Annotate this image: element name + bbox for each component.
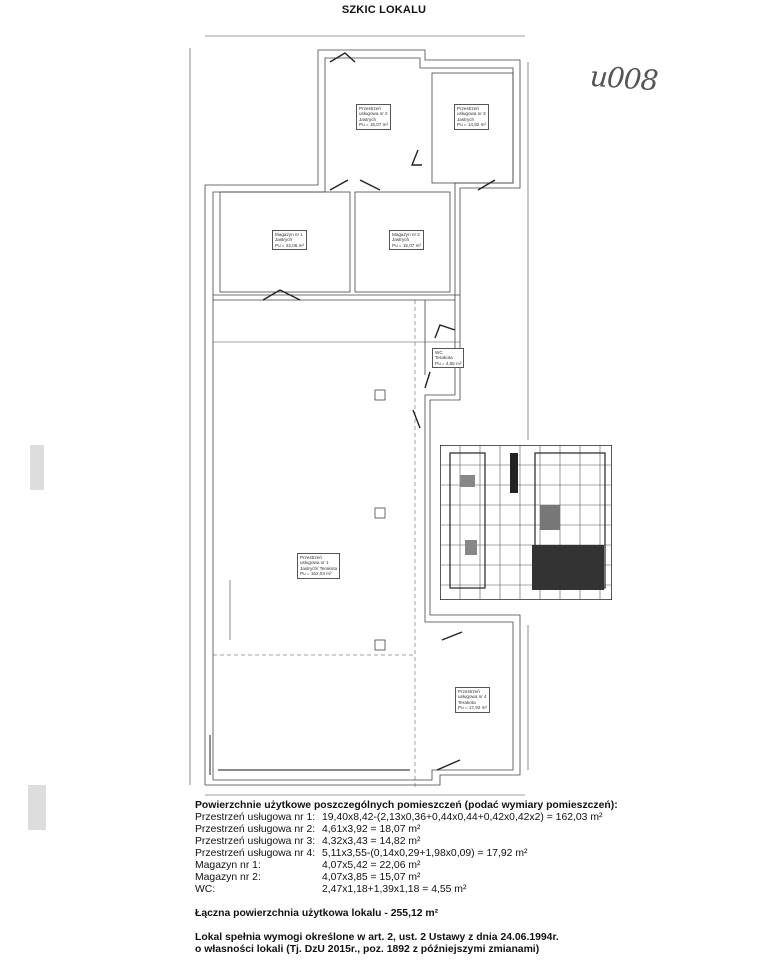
area-row-label: Przestrzeń usługowa nr 1: bbox=[195, 812, 316, 823]
room-label-line: Przestrzeń bbox=[457, 106, 479, 111]
area-row-label: Magazyn nr 2: bbox=[195, 872, 261, 883]
room-label-area: Pu = 22,06 m² bbox=[275, 242, 304, 248]
room-label-line: Magazyn nr 1 bbox=[275, 232, 303, 237]
area-row-value: 4,07x3,85 = 15,07 m² bbox=[322, 872, 421, 883]
area-row: Magazyn nr 2: 4,07x3,85 = 15,07 m² bbox=[195, 872, 618, 884]
room-label-area: Pu = 162,03 m² bbox=[300, 571, 332, 577]
room-label-line: Jastrych bbox=[359, 116, 377, 122]
room-label-uslugowa-2: Przestrzeń usługowa nr 2 Jastrych Pu = 1… bbox=[356, 104, 391, 130]
room-label-line: Terakota bbox=[458, 699, 476, 705]
area-row-value: 2,47x1,18+1,39x1,18 = 4,55 m² bbox=[322, 884, 467, 895]
area-row-value: 19,40x8,42-(2,13x0,36+0,44x0,44+0,42x0,4… bbox=[322, 812, 603, 823]
room-label-line: Jastrych bbox=[392, 237, 410, 243]
room-label-line: Magazyn nr 2 bbox=[392, 232, 420, 237]
room-label-uslugowa-1: Przestrzeń usługowa nr 1 Jastrych/ Terak… bbox=[297, 553, 341, 579]
scan-artifact bbox=[28, 785, 46, 830]
room-label-line: WC bbox=[435, 350, 443, 355]
room-label-line: Jastrych bbox=[275, 237, 293, 243]
scan-artifact bbox=[30, 445, 44, 490]
room-label-area: Pu = 18,07 m² bbox=[359, 122, 388, 128]
room-label-wc: WC Terakota Pu = 4,55 m² bbox=[432, 348, 465, 369]
room-label-uslugowa-3: Przestrzeń usługowa nr 3 Jastrych Pu = 1… bbox=[454, 104, 489, 130]
document-title: SZKIC LOKALU bbox=[341, 4, 427, 16]
room-label-magazyn-1: Magazyn nr 1 Jastrych Pu = 22,06 m² bbox=[272, 230, 307, 251]
legal-note-line: o własności lokali (Tj. DzU 2015r., poz.… bbox=[195, 944, 540, 955]
room-label-line: Jastrych bbox=[457, 116, 475, 122]
legal-note: Lokal spełnia wymogi określone w art. 2,… bbox=[195, 932, 618, 956]
room-label-line: Terakota bbox=[435, 355, 453, 361]
area-row: Przestrzeń usługowa nr 2: 4,61x3,92 = 18,… bbox=[195, 824, 618, 836]
legal-note-line: Lokal spełnia wymogi określone w art. 2,… bbox=[195, 932, 559, 943]
area-row: Przestrzeń usługowa nr 4: 5,11x3,55-(0,14… bbox=[195, 848, 618, 860]
room-label-area: Pu = 14,82 m² bbox=[457, 122, 486, 128]
room-label-line: Jastrych/ Terakota bbox=[300, 565, 338, 571]
room-label-line: usługowa nr 4 bbox=[458, 694, 487, 700]
area-row-value: 4,07x5,42 = 22,06 m² bbox=[322, 860, 421, 871]
area-row: Magazyn nr 1: 4,07x5,42 = 22,06 m² bbox=[195, 860, 618, 872]
room-label-line: usługowa nr 2 bbox=[359, 111, 388, 117]
area-row-value: 5,11x3,55-(0,14x0,29+1,98x0,09) = 17,92 … bbox=[322, 848, 528, 859]
area-row-value: 4,32x3,43 = 14,82 m² bbox=[322, 836, 421, 847]
areas-heading: Powierzchnie użytkowe poszczególnych pom… bbox=[195, 800, 618, 811]
room-label-area: Pu = 17,92 m² bbox=[458, 705, 487, 711]
area-row: Przestrzeń usługowa nr 1: 19,40x8,42-(2,1… bbox=[195, 812, 618, 824]
site-location-plan bbox=[440, 445, 612, 600]
area-row-label: WC: bbox=[195, 884, 216, 895]
area-row-label: Przestrzeń usługowa nr 2: bbox=[195, 824, 316, 835]
area-row: WC: 2,47x1,18+1,39x1,18 = 4,55 m² bbox=[195, 884, 618, 896]
area-row-value: 4,61x3,92 = 18,07 m² bbox=[322, 824, 421, 835]
room-label-line: usługowa nr 1 bbox=[300, 560, 329, 566]
room-label-line: Przestrzeń bbox=[300, 555, 322, 560]
area-row-label: Przestrzeń usługowa nr 4: bbox=[195, 848, 316, 859]
room-label-line: Przestrzeń bbox=[359, 106, 381, 111]
room-label-area: Pu = 4,55 m² bbox=[435, 360, 462, 366]
area-summary: Powierzchnie użytkowe poszczególnych pom… bbox=[195, 800, 618, 956]
room-label-uslugowa-4: Przestrzeń usługowa nr 4 Terakota Pu = 1… bbox=[455, 687, 490, 713]
room-label-line: Przestrzeń bbox=[458, 689, 480, 694]
area-row: Przestrzeń usługowa nr 3: 4,32x3,43 = 14,… bbox=[195, 836, 618, 848]
room-label-magazyn-2: Magazyn nr 2 Jastrych Pu = 15,07 m² bbox=[389, 230, 424, 251]
room-label-line: usługowa nr 3 bbox=[457, 111, 486, 117]
area-row-label: Przestrzeń usługowa nr 3: bbox=[195, 836, 316, 847]
total-area: Łączna powierzchnia użytkowa lokalu - 25… bbox=[195, 908, 439, 919]
area-row-label: Magazyn nr 1: bbox=[195, 860, 261, 871]
room-label-area: Pu = 15,07 m² bbox=[392, 242, 421, 248]
